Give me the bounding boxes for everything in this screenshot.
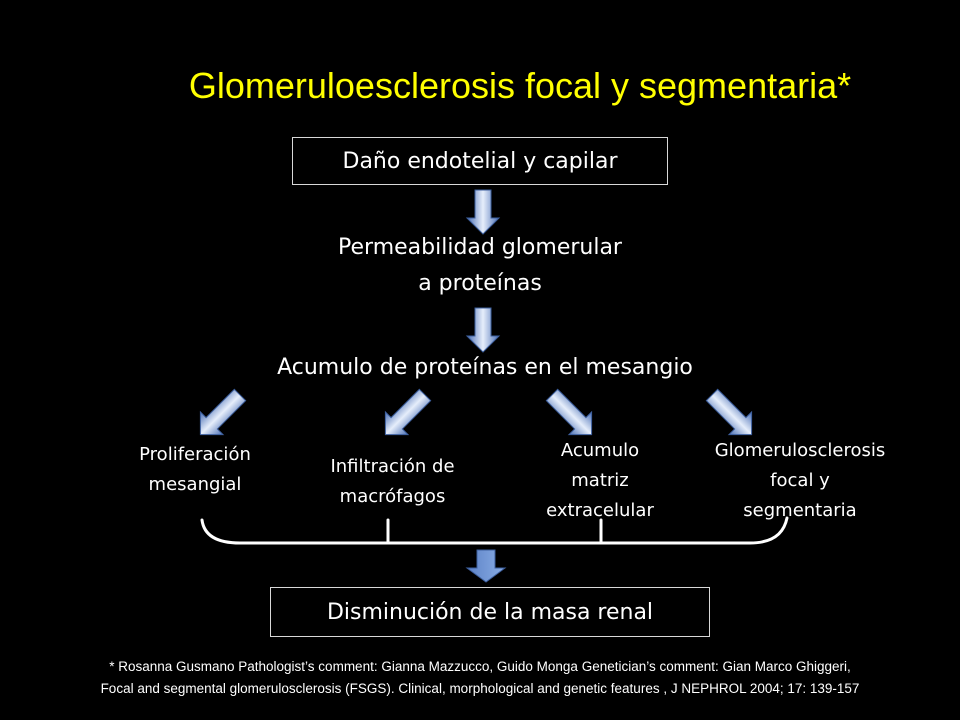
leaf-macrophage-infiltration: Infiltración de macrófagos (305, 452, 480, 512)
leaf-line: Infiltración de (330, 456, 455, 477)
node-renal-mass-decrease-label: Disminución de la masa renal (326, 599, 654, 625)
leaf-line: Proliferación (139, 444, 251, 465)
down-arrow-icon (465, 307, 501, 353)
down-arrow-icon (465, 549, 507, 583)
node-mesangial-accumulation: Acumulo de proteínas en el mesangio (277, 355, 693, 380)
node-endothelial-damage: Daño endotelial y capilar (292, 137, 668, 185)
leaf-line: extracelular (546, 500, 654, 521)
leaf-line: Acumulo (560, 440, 640, 461)
diagonal-arrow-icon (384, 388, 432, 436)
node-permeability: Permeabilidad glomerular a proteínas (280, 230, 680, 302)
leaf-line: segmentaria (743, 500, 857, 521)
leaf-extracellular-matrix: Acumulo matriz extracelular (520, 436, 680, 526)
leaf-line: mesangial (148, 474, 242, 495)
node-permeability-line1: Permeabilidad glomerular (338, 235, 622, 260)
citation-line2: Focal and segmental glomerulosclerosis (… (100, 681, 860, 696)
slide-title: Glomeruloesclerosis focal y segmentaria* (188, 65, 852, 106)
node-permeability-line2: a proteínas (418, 271, 542, 296)
down-arrow-icon (465, 189, 501, 235)
leaf-glomerulosclerosis: Glomerulosclerosis focal y segmentaria (685, 436, 915, 526)
leaf-line: focal y (770, 470, 830, 491)
diagonal-arrow-icon (705, 388, 753, 436)
node-endothelial-damage-label: Daño endotelial y capilar (342, 148, 618, 174)
leaf-line: matriz (571, 470, 629, 491)
brace-connector (200, 516, 789, 545)
leaf-line: Glomerulosclerosis (714, 440, 886, 461)
citation: * Rosanna Gusmano Pathologist’s comment:… (8, 656, 952, 700)
diagonal-arrow-icon (199, 388, 247, 436)
diagonal-arrow-icon (545, 388, 593, 436)
leaf-mesangial-proliferation: Proliferación mesangial (110, 440, 280, 500)
leaf-line: macrófagos (339, 486, 446, 507)
citation-line1: * Rosanna Gusmano Pathologist’s comment:… (109, 659, 851, 674)
node-renal-mass-decrease: Disminución de la masa renal (270, 587, 710, 637)
